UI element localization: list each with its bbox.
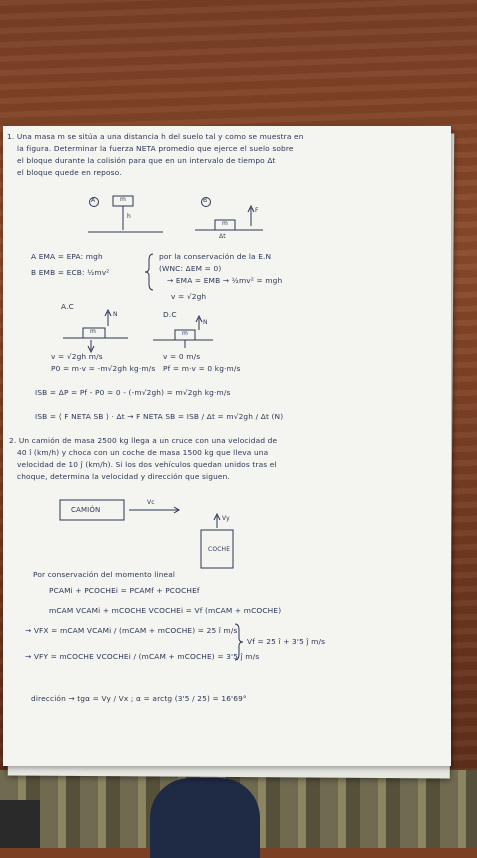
p2-line-3: velocidad de 10 ĵ (km/h). Si los dos veh… bbox=[17, 460, 277, 469]
camion-label: CAMIÓN bbox=[71, 506, 101, 514]
v-ac: v = √2gh m/s bbox=[51, 352, 103, 361]
person-leg bbox=[150, 778, 260, 858]
force-label: F bbox=[255, 207, 259, 214]
label-a: A bbox=[91, 197, 96, 204]
homework-sheet: 1. Una masa m se sitúa a una distancia h… bbox=[3, 126, 451, 766]
ac-label: A.C bbox=[61, 302, 74, 311]
eq-a: A EMA = EPA: mgh bbox=[31, 252, 103, 261]
p2-eq1: PCAMi + PCOCHEi = PCAMf + PCOCHEf bbox=[49, 586, 200, 595]
cons-3: → EMA = EMB → ½mv² = mgh bbox=[167, 276, 283, 285]
impulse-2: ISB = ⟨ F NETA SB ⟩ · Δt → F NETA SB = I… bbox=[35, 412, 284, 421]
sketch-lines bbox=[59, 195, 263, 661]
p0-eq: P0 = m·v = -m√2gh kg·m/s bbox=[51, 364, 156, 373]
p1-line-1: 1. Una masa m se sitúa a una distancia h… bbox=[7, 132, 304, 141]
n-label-ac: N bbox=[113, 311, 118, 318]
p2-cons: Por conservación del momento lineal bbox=[33, 570, 176, 579]
cons-1: por la conservación de la E.N bbox=[159, 252, 272, 261]
mass-ac: m bbox=[90, 328, 96, 335]
p1-line-4: el bloque quede en reposo. bbox=[17, 168, 122, 177]
p2-direction: dirección → tgα = Vy / Vx ; α = arctg (3… bbox=[31, 694, 247, 703]
v-dc: v = 0 m/s bbox=[163, 352, 201, 361]
dt-label: Δt bbox=[219, 233, 226, 240]
height-label: h bbox=[127, 213, 131, 220]
mass-dc: m bbox=[182, 330, 188, 337]
vy-label: Vy bbox=[222, 515, 230, 522]
p2-vfy: → VFY = mCOCHE VCOCHEi / (mCAM + mCOCHE)… bbox=[25, 652, 260, 661]
p2-vf: Vf = 25 î + 3'5 ĵ m/s bbox=[247, 637, 326, 646]
p1-line-3: el bloque durante la colisión para que e… bbox=[17, 156, 276, 165]
mass-b: m bbox=[222, 220, 228, 227]
mass-a: m bbox=[120, 196, 126, 203]
p2-vfx: → VFX = mCAM VCAMi / (mCAM + mCOCHE) = 2… bbox=[25, 626, 238, 635]
pf-eq: Pf = m·v = 0 kg·m/s bbox=[163, 364, 241, 373]
impulse-1: ISB = ΔP = Pf - P0 = 0 - (-m√2gh) = m√2g… bbox=[35, 388, 231, 397]
label-b: B bbox=[203, 197, 208, 204]
vc-label: Vc bbox=[147, 499, 155, 506]
p1-line-2: la figura. Determinar la fuerza NETA pro… bbox=[17, 144, 294, 153]
coche-label: COCHE bbox=[208, 546, 231, 553]
p2-line-1: 2. Un camión de masa 2500 kg llega a un … bbox=[9, 436, 278, 445]
shoe bbox=[0, 800, 40, 848]
v-eq: v = √2gh bbox=[171, 292, 207, 301]
n-label-dc: N bbox=[203, 319, 208, 326]
p2-line-4: choque, determina la velocidad y direcci… bbox=[17, 472, 230, 481]
eq-b: B EMB = ECB: ½mv² bbox=[31, 268, 110, 277]
p2-eq2: mCAM VCAMi + mCOCHE VCOCHEi = Vf (mCAM +… bbox=[49, 606, 282, 615]
cons-2: (WNC: ΔEM = 0) bbox=[159, 264, 222, 273]
p2-line-2: 40 î (km/h) y choca con un coche de masa… bbox=[17, 448, 269, 457]
dc-label: D.C bbox=[163, 310, 177, 319]
